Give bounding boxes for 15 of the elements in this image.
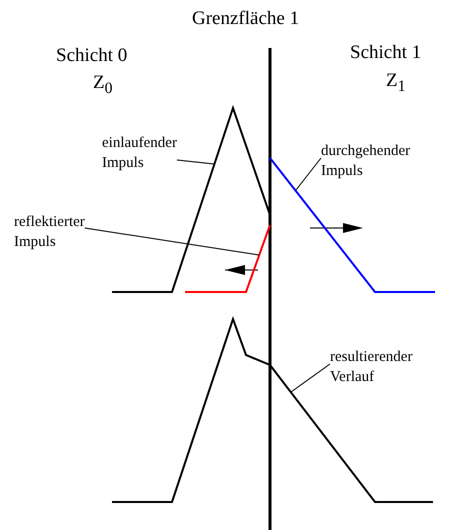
- pulse-label: reflektierter Impuls: [14, 212, 85, 252]
- leader-line: [84, 228, 260, 256]
- pulse-label: durchgehender Impuls: [321, 141, 410, 181]
- leader-line: [176, 160, 214, 164]
- layer-title: Schicht 0: [56, 45, 128, 67]
- transmitted-pulse-curve: [269, 157, 435, 293]
- layer-title: Schicht 1: [350, 42, 422, 64]
- leader-line: [296, 158, 322, 190]
- leader-line: [290, 364, 330, 392]
- boundary-title: Grenzfläche 1: [192, 8, 300, 30]
- resulting-curve: [112, 316, 433, 503]
- impedance-symbol: Z$_{0}$: [93, 72, 113, 99]
- curve-label: resultierender Verlauf: [330, 347, 412, 387]
- impedance-symbol: Z$_{1}$: [386, 70, 406, 97]
- pulse-label: einlaufender Impuls: [102, 133, 177, 173]
